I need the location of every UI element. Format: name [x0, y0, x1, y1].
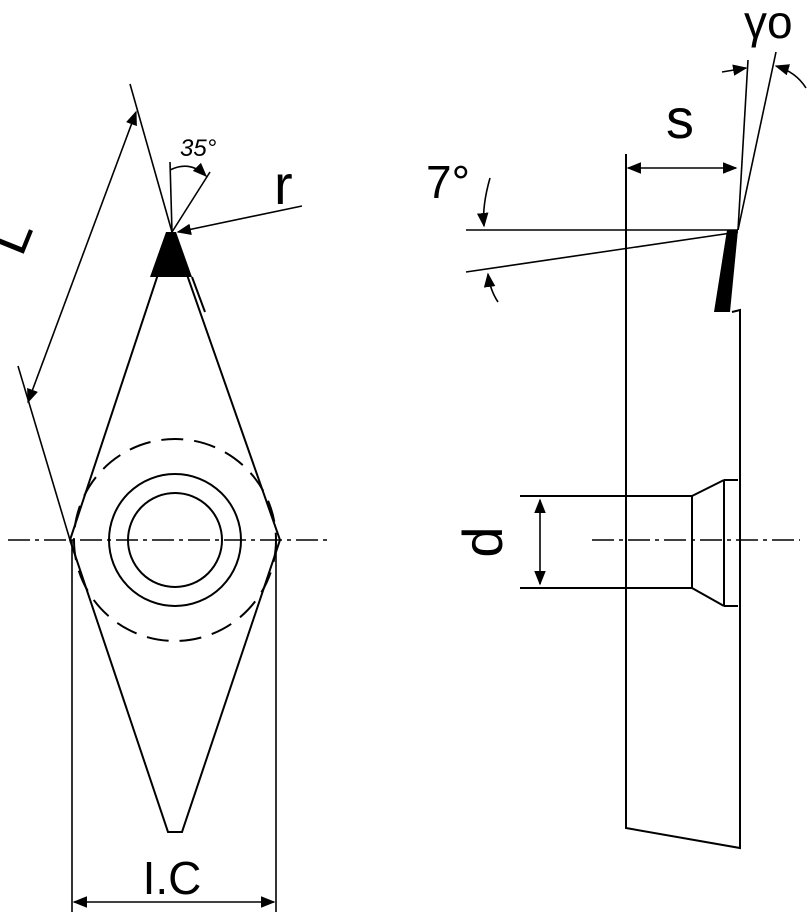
side-view: d s 7° γo	[426, 0, 807, 850]
angle-label: 35°	[180, 135, 217, 162]
countersink-bottom	[691, 587, 725, 607]
top-view: L 35° r I.C	[0, 83, 332, 912]
countersink-top	[691, 479, 725, 497]
l-label: L	[0, 210, 45, 262]
rake-arc-right	[774, 64, 807, 89]
angle-arc	[169, 162, 208, 178]
clearance-arc-lower	[483, 272, 499, 303]
insert-outline	[68, 228, 282, 833]
angle-vertical-ref	[169, 161, 173, 233]
l-dimension-line	[27, 110, 137, 404]
cutting-edge-fill	[714, 230, 738, 312]
clearance-label: 7°	[426, 156, 470, 208]
clearance-arc-upper	[476, 177, 491, 228]
radius-leader	[176, 205, 303, 235]
l-extension-bottom	[17, 365, 71, 541]
rake-angled-ref	[737, 51, 777, 231]
clearance-angled-ref	[465, 231, 739, 273]
rake-vertical-ref	[737, 59, 749, 231]
rake-label: γo	[744, 0, 793, 48]
corner-edge-mark	[191, 276, 206, 313]
ic-label: I.C	[143, 852, 202, 904]
l-extension-top	[129, 83, 173, 233]
angle-bisector	[171, 171, 211, 233]
radius-label: r	[274, 153, 293, 216]
side-body-outline	[625, 154, 741, 850]
s-label: s	[666, 87, 694, 150]
rake-arc-left	[721, 64, 748, 76]
d-label: d	[451, 526, 514, 557]
cutting-corner-fill	[150, 232, 192, 277]
